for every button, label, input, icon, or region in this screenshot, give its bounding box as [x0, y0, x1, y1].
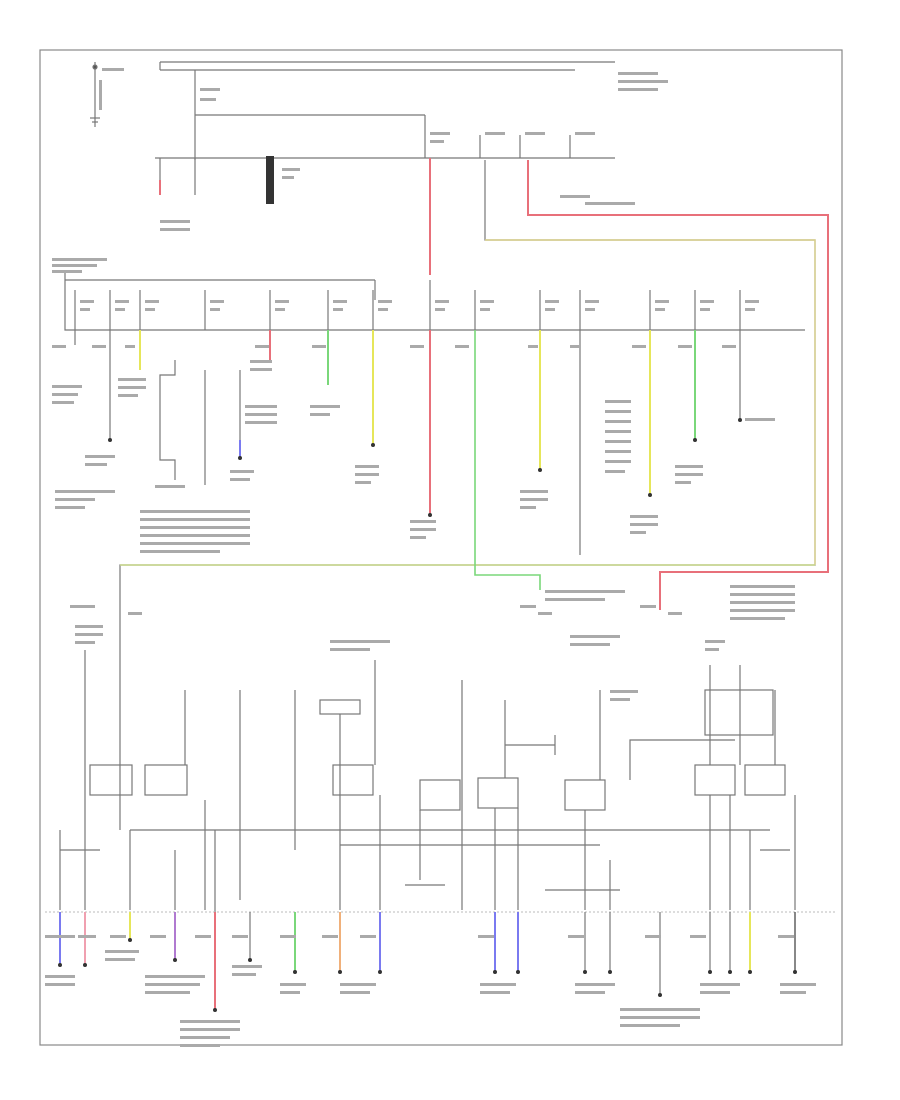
wire-green-2 — [474, 330, 541, 590]
wire-tan-right — [485, 239, 816, 565]
middle-fuse-box — [64, 270, 805, 331]
bottom-relay-section — [59, 615, 796, 1010]
fuse-tap-labels — [80, 300, 759, 311]
connector-labels-mid — [70, 585, 795, 701]
bottom-component-labels — [45, 935, 816, 1047]
top-text-labels — [99, 68, 668, 231]
gray-wires-middle — [74, 330, 741, 555]
battery-circuit — [90, 62, 100, 127]
main-bus-top — [155, 61, 615, 195]
wire-gray-loop — [119, 160, 816, 615]
fusible-link — [266, 156, 274, 204]
wire-red-right — [527, 160, 829, 610]
middle-fuse-taps — [74, 280, 741, 330]
middle-component-labels — [52, 345, 775, 553]
diagram-frame — [39, 49, 843, 1046]
ground-dots-middle — [108, 418, 742, 517]
middle-fuse-labels — [52, 258, 107, 273]
ground-dots-bottom — [58, 938, 797, 1012]
